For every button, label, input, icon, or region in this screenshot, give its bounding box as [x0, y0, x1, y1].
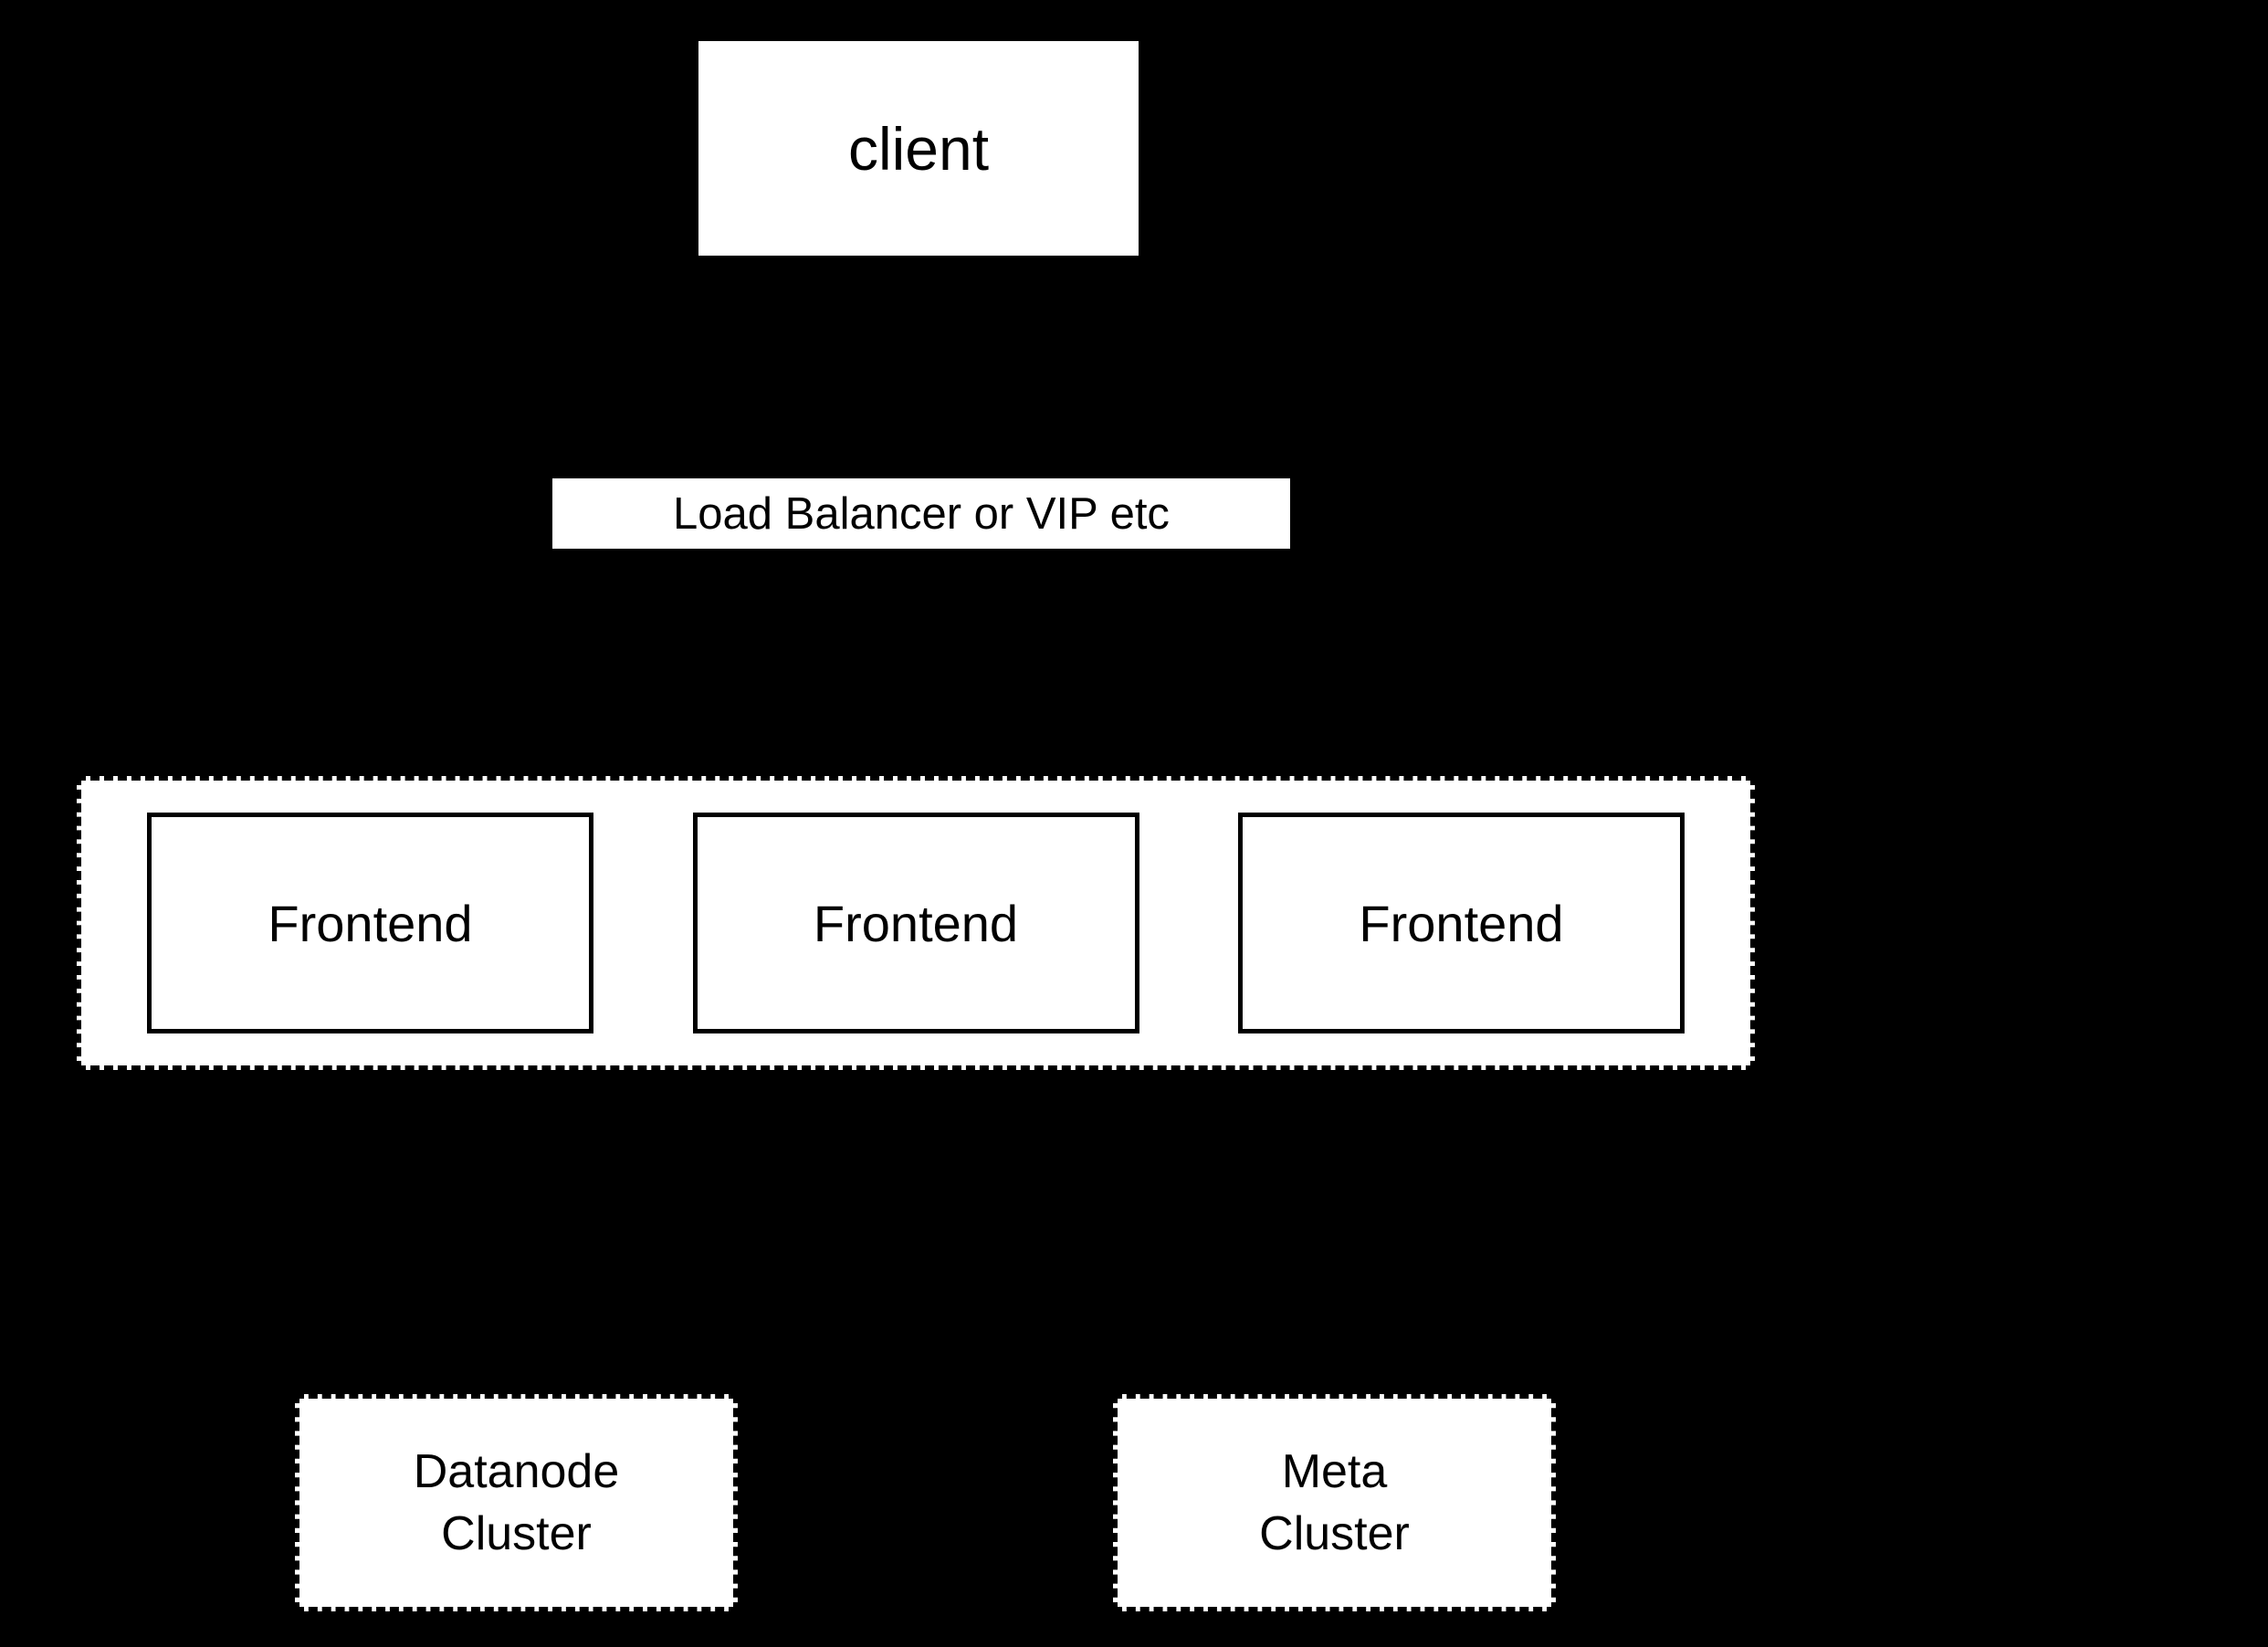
meta-cluster-node: Meta Cluster — [1113, 1394, 1556, 1611]
frontend-label: Frontend — [268, 894, 473, 952]
frontend-node-3: Frontend — [1238, 813, 1685, 1033]
datanode-cluster-label-line2: Cluster — [441, 1507, 592, 1560]
datanode-cluster-label-line1: Datanode — [413, 1445, 620, 1498]
load-balancer-node: Load Balancer or VIP etc — [552, 478, 1290, 549]
client-label: client — [847, 114, 990, 183]
frontend-label: Frontend — [813, 894, 1019, 952]
frontend-node-2: Frontend — [692, 813, 1139, 1033]
meta-cluster-label-line2: Cluster — [1259, 1507, 1410, 1560]
client-node: client — [698, 41, 1139, 256]
frontend-group: Frontend Frontend Frontend — [77, 776, 1755, 1070]
meta-cluster-label-line1: Meta — [1281, 1445, 1388, 1498]
frontend-label: Frontend — [1359, 894, 1564, 952]
load-balancer-label: Load Balancer or VIP etc — [673, 488, 1170, 539]
frontend-node-1: Frontend — [147, 813, 593, 1033]
datanode-cluster-node: Datanode Cluster — [295, 1394, 738, 1611]
